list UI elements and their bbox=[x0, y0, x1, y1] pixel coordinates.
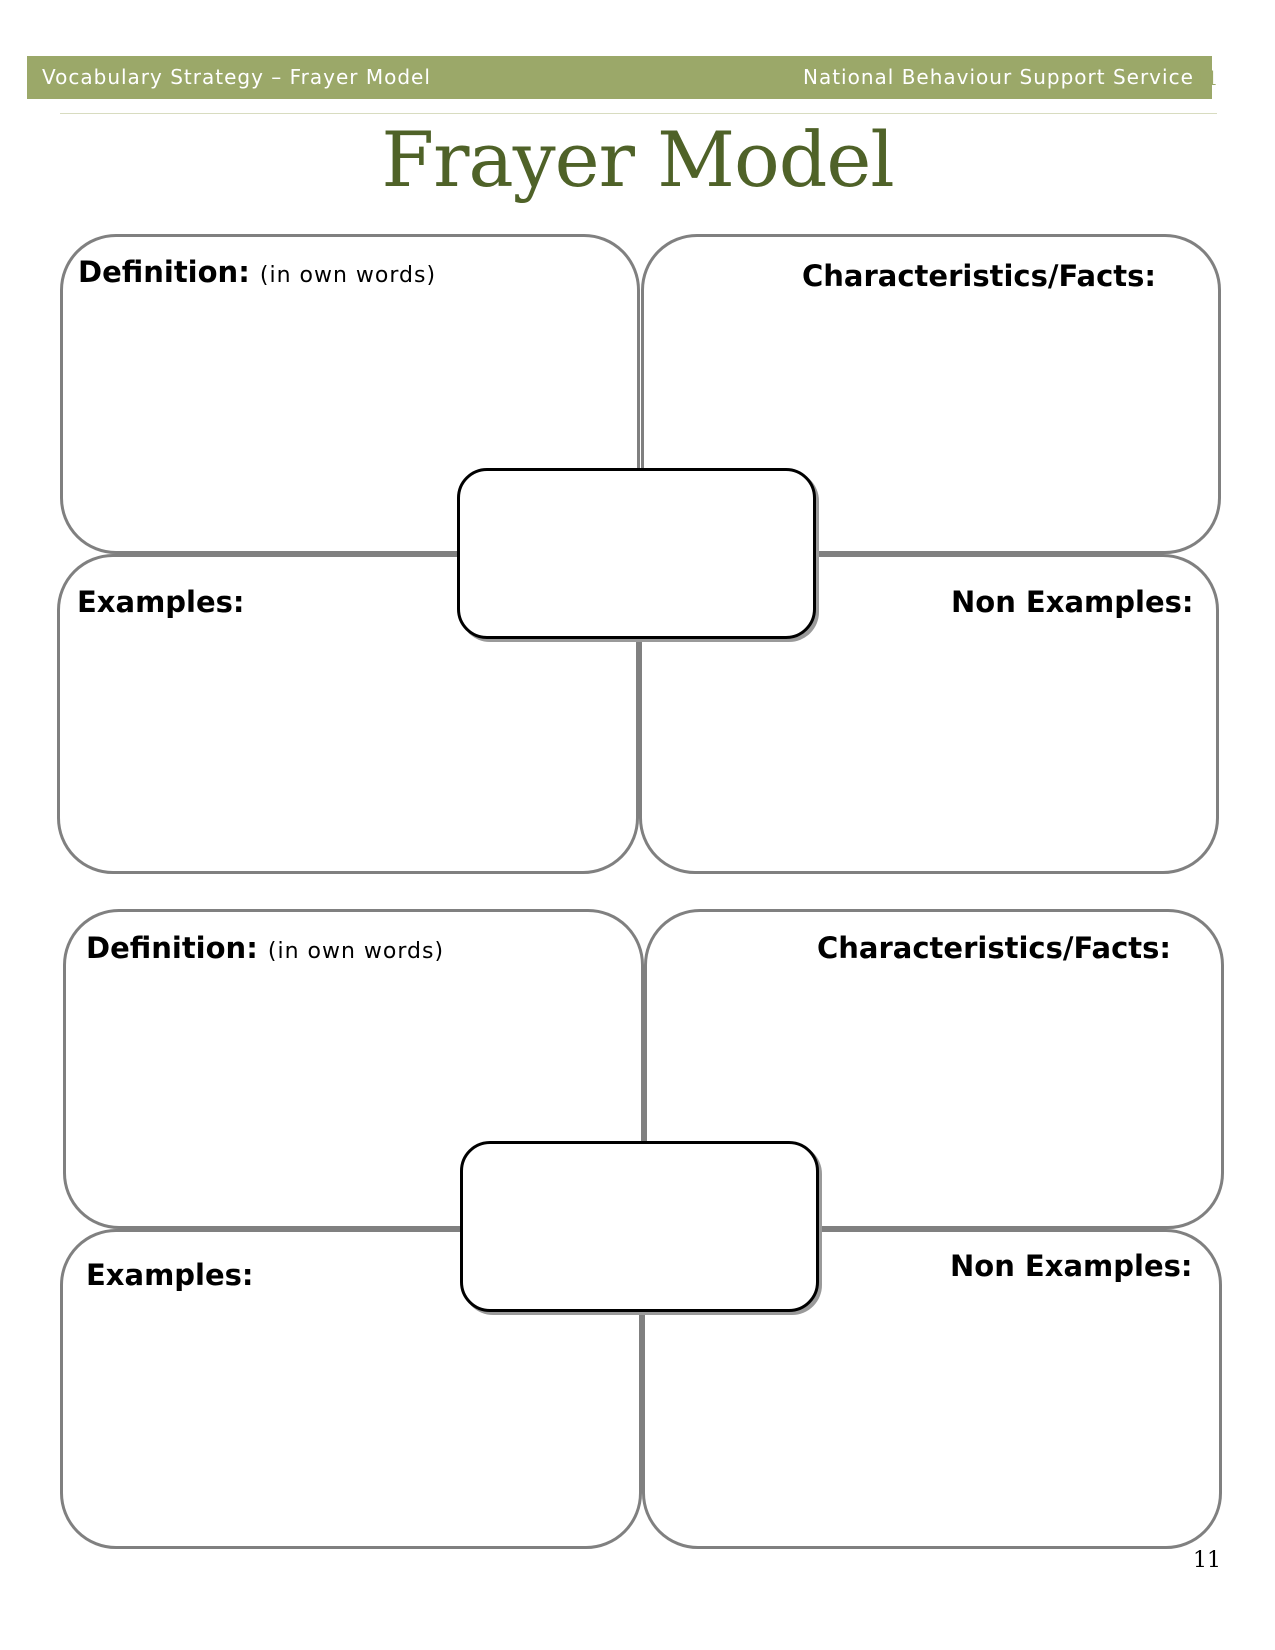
definition-label: Definition: (in own words) bbox=[78, 255, 437, 289]
non-examples-label: Non Examples: bbox=[951, 585, 1194, 619]
footer-page-number: 11 bbox=[1193, 1548, 1221, 1573]
page-title: Frayer Model bbox=[381, 115, 894, 204]
header-organization: National Behaviour Support Service bbox=[803, 65, 1194, 89]
vocabulary-word-box[interactable] bbox=[460, 1141, 819, 1312]
header-page-number: 11 bbox=[1193, 66, 1219, 90]
definition-hint: (in own words) bbox=[267, 939, 445, 964]
definition-hint: (in own words) bbox=[259, 263, 437, 288]
vocabulary-word-box[interactable] bbox=[457, 468, 816, 639]
examples-label: Examples: bbox=[86, 1258, 254, 1292]
characteristics-label: Characteristics/Facts: bbox=[817, 931, 1172, 965]
characteristics-label: Characteristics/Facts: bbox=[802, 259, 1157, 293]
header-document-title: Vocabulary Strategy – Frayer Model bbox=[42, 65, 431, 89]
non-examples-label: Non Examples: bbox=[950, 1249, 1193, 1283]
header-divider bbox=[60, 113, 1217, 114]
header-bar bbox=[27, 56, 1212, 99]
definition-label: Definition: (in own words) bbox=[86, 931, 445, 965]
examples-label: Examples: bbox=[77, 585, 245, 619]
